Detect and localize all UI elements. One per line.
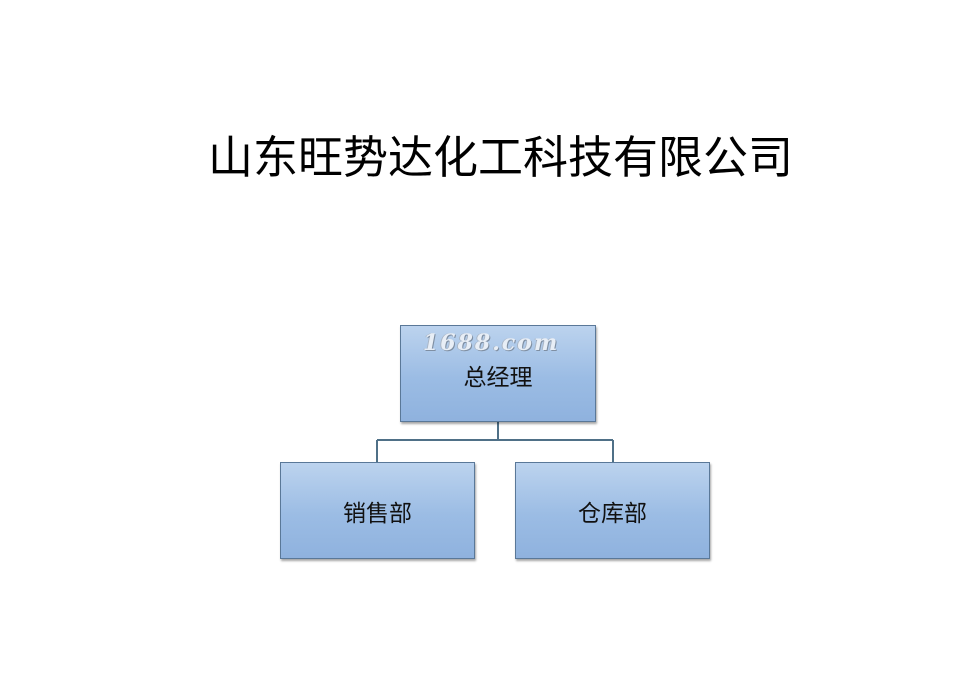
- company-title: 山东旺势达化工科技有限公司: [208, 131, 794, 184]
- org-node-sales-department[interactable]: 销售部: [280, 462, 475, 559]
- org-node-sales-department-label: 销售部: [343, 500, 412, 527]
- watermark-logo: 1688.com: [423, 330, 560, 356]
- connector-root-to-children: [376, 422, 614, 462]
- org-node-general-manager-label: 总经理: [463, 365, 533, 391]
- org-node-warehouse-department-label: 仓库部: [578, 500, 647, 527]
- org-node-warehouse-department[interactable]: 仓库部: [515, 462, 710, 559]
- org-node-general-manager[interactable]: 1688.com 总经理: [400, 325, 596, 422]
